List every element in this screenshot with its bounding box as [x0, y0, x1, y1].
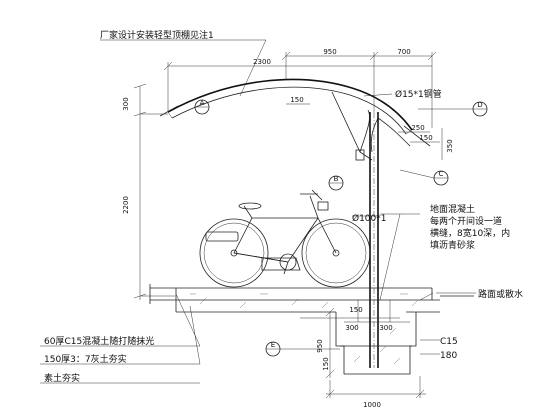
concrete-footing	[335, 300, 417, 375]
note-pipe-top: Ø15*1钢管	[395, 88, 442, 100]
roof-small-dims	[286, 103, 443, 160]
dim-150-bottom: 150	[322, 357, 330, 370]
bubble-e	[265, 341, 340, 357]
bubble-c	[399, 169, 449, 186]
roof-bracket	[331, 91, 411, 161]
dim-950: 950	[323, 48, 336, 56]
note-ground-4: 填沥青砂浆	[430, 239, 475, 251]
dim-300-footing-right: 300	[379, 324, 392, 332]
bubble-d	[418, 101, 488, 117]
dim-700: 700	[397, 48, 410, 56]
bubble-b	[328, 175, 344, 191]
note-pipe-main: Ø100*1	[352, 213, 387, 224]
dim-150-roof: 150	[290, 96, 303, 104]
note-layer-3: 素土夯实	[44, 372, 80, 384]
dim-250: 250	[411, 124, 424, 132]
note-ground-1: 地面混凝土	[430, 203, 475, 215]
bubble-a-label: A	[200, 99, 205, 107]
dim-1000: 1000	[363, 401, 381, 409]
footing-vertical-dims	[325, 307, 440, 379]
dim-950-footing: 950	[316, 339, 324, 352]
dim-2200: 2200	[122, 196, 130, 214]
dim-180: 180	[440, 351, 457, 361]
note-layer-2: 150厚3：7灰土夯实	[44, 353, 127, 365]
bubble-d-label: D	[477, 101, 482, 109]
ground-slab	[149, 284, 474, 313]
bubble-b-label: B	[334, 175, 339, 183]
leader-lines	[100, 39, 476, 319]
top-dimension-chain	[163, 51, 437, 128]
note-road: 路面或散水	[478, 288, 523, 300]
note-roof-canopy: 厂家设计安装轻型顶棚见注1	[100, 29, 214, 41]
layer-leaders	[40, 293, 201, 384]
dim-2300: 2300	[253, 58, 271, 66]
note-ground-3: 横缝，8宽10深，内	[430, 227, 510, 239]
bottom-dimension	[325, 376, 426, 399]
note-c15: C15	[440, 337, 458, 347]
roof-canopy	[159, 78, 431, 147]
main-post	[369, 112, 379, 368]
bubble-c-label: C	[439, 170, 444, 178]
dim-150-footing: 150	[349, 306, 362, 314]
note-ground-2: 每两个开间设一道	[430, 215, 502, 227]
height-dimension	[133, 83, 175, 300]
dim-300-footing-left: 300	[345, 324, 358, 332]
bubble-a	[194, 99, 210, 115]
dim-350: 350	[446, 139, 454, 152]
bubble-e-label: E	[271, 341, 275, 349]
bicycle	[199, 189, 371, 288]
note-layer-1: 60厚C15混凝土随打随抹光	[44, 335, 154, 347]
dim-300-left: 300	[122, 97, 130, 110]
dim-150-right: 150	[419, 134, 432, 142]
